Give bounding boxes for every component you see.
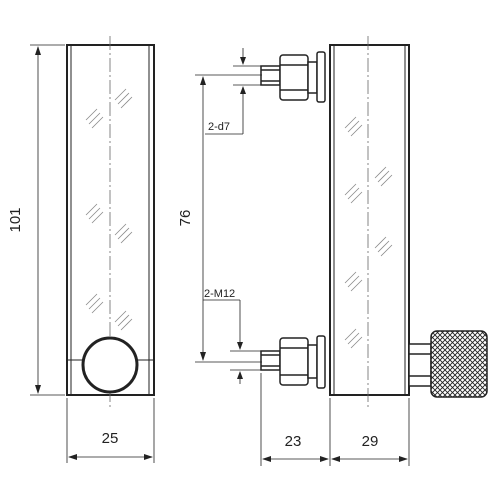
dimension-fitting-projection: 23 (260, 373, 331, 466)
thread-size-callout: 2-M12 (204, 288, 235, 300)
front-width-label: 25 (102, 430, 119, 447)
outlet-diameter-callout: 2-d7 (208, 121, 230, 133)
dimension-overall-height: 101 (7, 44, 65, 396)
fitting-projection-label: 23 (285, 433, 302, 450)
bottom-thread-leader (203, 299, 261, 384)
valve-stem (408, 343, 432, 387)
bottom-hose-fitting (260, 335, 326, 389)
valve-adjustment-knob (408, 330, 488, 398)
dimension-port-spacing: 76 (177, 74, 262, 363)
dimension-side-width: 29 (331, 398, 410, 466)
front-body-outline (66, 44, 155, 396)
side-glass-hatching (344, 116, 393, 349)
front-fitting-circle (81, 336, 139, 394)
front-view (66, 36, 155, 410)
side-width-label: 29 (362, 433, 379, 450)
knurled-knob (430, 330, 488, 398)
overall-height-label: 101 (7, 207, 24, 232)
side-body-outline (329, 44, 410, 396)
top-outlet-diameter-leader (205, 48, 261, 135)
dimension-front-width: 25 (66, 398, 155, 463)
top-hose-fitting (260, 51, 326, 103)
port-spacing-label: 76 (177, 210, 194, 227)
front-glass-hatching (85, 88, 133, 331)
side-view (260, 36, 488, 410)
